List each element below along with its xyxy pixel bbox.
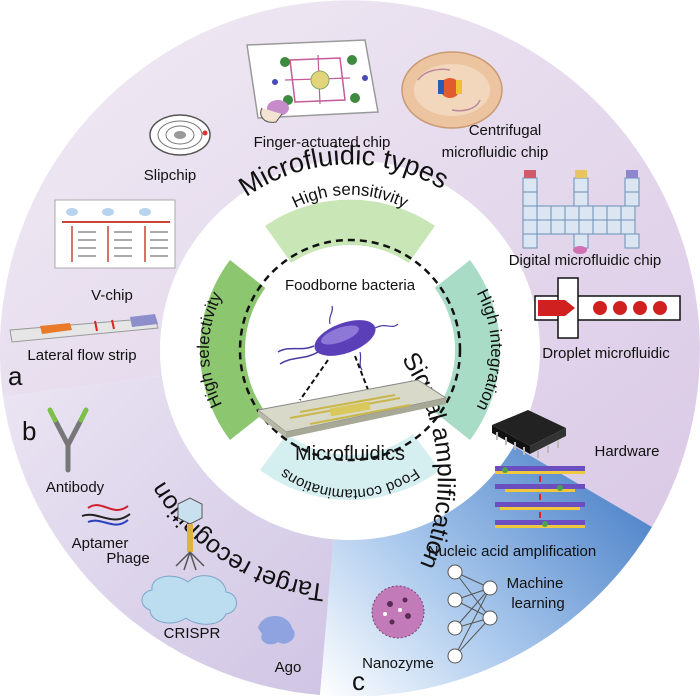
- v-chip-icon: [54, 199, 176, 269]
- bacterium-icon: [277, 305, 399, 371]
- label-microfluidics: Microfluidics: [295, 443, 405, 465]
- label-ago: Ago: [275, 659, 302, 676]
- pointer-line-left: [299, 359, 329, 401]
- ago-icon: [258, 616, 295, 645]
- label-hardware: Hardware: [594, 443, 659, 460]
- label-droplet-microfluidic: Droplet microfluidic: [542, 345, 670, 362]
- digital-droplet-blue: [626, 170, 638, 178]
- label-v-chip: V-chip: [91, 287, 133, 304]
- digital-droplet-yellow: [575, 170, 587, 178]
- label-phage: Phage: [106, 550, 149, 567]
- center-dashed-circle: [238, 238, 462, 462]
- digital-droplet-red: [524, 170, 536, 178]
- label-nucleic-acid-amplification: Nucleic acid amplification: [428, 543, 596, 560]
- finger-actuated-chip-icon: [246, 39, 379, 123]
- phage-icon: [175, 497, 205, 571]
- antibody-icon: [47, 407, 89, 473]
- label-nanozyme: Nanozyme: [362, 655, 434, 672]
- ring-segment-left: [200, 260, 268, 440]
- nucleic-acid-amplification-icon: [495, 466, 585, 528]
- nanozyme-icon: [371, 585, 425, 639]
- label-finger-actuated-chip: Finger-actuated chip: [254, 134, 391, 151]
- digital-microfluidic-chip-icon: [522, 177, 640, 249]
- crispr-icon: [141, 575, 237, 625]
- label-foodborne-bacteria: Foodborne bacteria: [285, 277, 416, 294]
- label-centrifugal-1: Centrifugal: [469, 122, 542, 139]
- label-slipchip: Slipchip: [144, 167, 197, 184]
- panel-label-a: a: [8, 361, 23, 391]
- neural-network-icon: [447, 564, 498, 664]
- label-learning: learning: [511, 595, 564, 612]
- aptamer-icon: [81, 504, 131, 526]
- hardware-chip-icon: [492, 410, 566, 458]
- lateral-flow-strip-icon: [9, 314, 159, 343]
- droplet-microfluidic-icon: [534, 277, 681, 339]
- ring-segment-top: [265, 199, 435, 268]
- panel-label-b: b: [22, 416, 36, 446]
- panel-label-c: c: [352, 666, 365, 696]
- digital-droplet-pink: [573, 246, 587, 254]
- ring-segment-bottom: [260, 430, 440, 500]
- label-antibody: Antibody: [46, 479, 105, 496]
- ring-segment-right: [432, 260, 500, 440]
- label-centrifugal-2: microfluidic chip: [442, 144, 549, 161]
- label-digital-microfluidic-chip: Digital microfluidic chip: [509, 252, 662, 269]
- label-lateral-flow-strip: Lateral flow strip: [27, 347, 136, 364]
- label-crispr: CRISPR: [164, 625, 221, 642]
- microfluidic-chip-icon: [256, 379, 448, 438]
- centrifugal-chip-icon: [401, 51, 503, 129]
- label-machine: Machine: [507, 575, 564, 592]
- pointer-line-right: [354, 355, 371, 396]
- slipchip-icon: [149, 114, 211, 156]
- label-aptamer: Aptamer: [72, 535, 129, 552]
